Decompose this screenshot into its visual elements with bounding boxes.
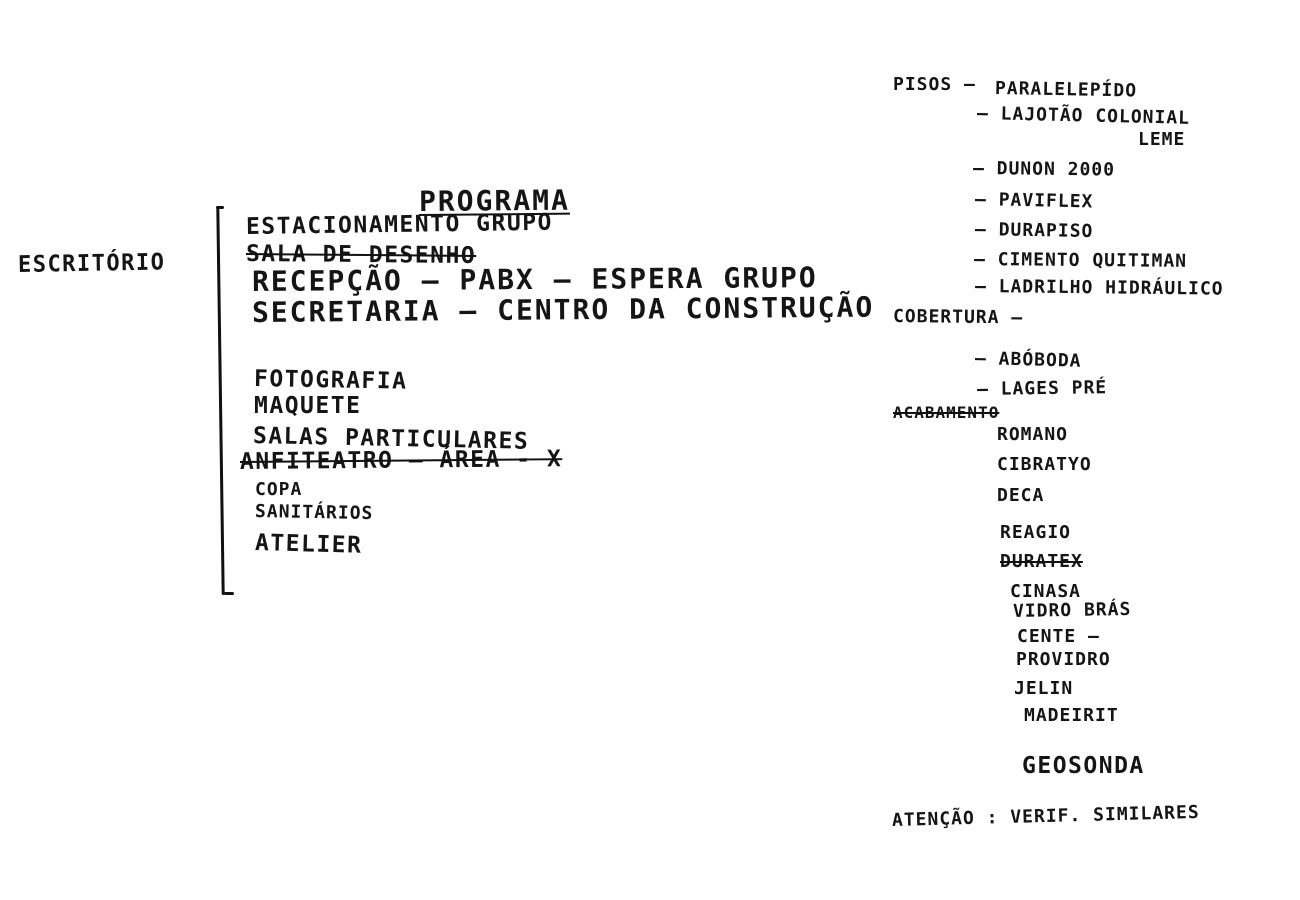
acabamento-item-9: PROVIDRO: [1016, 649, 1111, 670]
pisos-label: PISOS —: [893, 74, 976, 95]
pisos-item-3: LEME: [1138, 129, 1186, 150]
acabamento-item-10: JELIN: [1014, 678, 1074, 699]
acabamento-item-6: CINASA: [1010, 581, 1082, 602]
bracket-top: [216, 206, 224, 209]
pisos-item-5: — PAVIFLEX: [974, 189, 1094, 213]
program-item-5: FOTOGRAFIA: [253, 366, 408, 395]
acabamento-item-4: REAGIO: [1000, 522, 1072, 543]
acabamento-item-5: DURATEX: [1000, 551, 1083, 572]
acabamento-item-11: MADEIRIT: [1024, 705, 1119, 726]
pisos-item-7: — CIMENTO QUITIMAN: [973, 249, 1188, 272]
cobertura-item-1: — ABÓBODA: [974, 348, 1082, 372]
program-item-1: ESTACIONAMENTO GRUPO: [245, 209, 554, 240]
acabamento-label: ACABAMENTO: [893, 403, 1000, 422]
program-item-4: SECRETARIA — CENTRO DA CONSTRUÇÃO: [251, 290, 875, 329]
acabamento-item-8: CENTE —: [1017, 626, 1100, 647]
program-item-10: SANITÁRIOS: [254, 501, 374, 525]
bracket-vertical: [216, 206, 225, 596]
pisos-item-8: — LADRILHO HIDRÁULICO: [974, 276, 1224, 300]
program-item-8: ANFITEATRO — ÁREA - X: [239, 446, 563, 475]
acabamento-item-3: DECA: [997, 485, 1045, 506]
pisos-item-6: — DURAPISO: [974, 219, 1094, 243]
attention-note: ATENÇÃO : VERIF. SIMILARES: [891, 801, 1200, 831]
program-item-6: MAQUETE: [254, 393, 362, 419]
program-item-9: COPA: [255, 479, 303, 500]
program-item-11: ATELIER: [254, 530, 363, 559]
bracket-bottom: [224, 592, 234, 595]
acabamento-item-12: GEOSONDA: [1022, 753, 1145, 779]
acabamento-item-7: VIDRO BRÁS: [1012, 598, 1132, 622]
cobertura-label: COBERTURA —: [892, 306, 1024, 329]
cobertura-item-2: — LAGES PRÉ: [976, 377, 1108, 400]
pisos-item-4: — DUNON 2000: [972, 158, 1116, 181]
pisos-item-1: PARALELEPÍDO: [994, 78, 1138, 102]
escritorio-label: ESCRITÓRIO: [17, 249, 166, 278]
pisos-item-2: — LAJOTÃO COLONIAL: [976, 103, 1191, 129]
acabamento-item-2: CIBRATYO: [997, 454, 1092, 475]
acabamento-item-1: ROMANO: [997, 424, 1069, 445]
